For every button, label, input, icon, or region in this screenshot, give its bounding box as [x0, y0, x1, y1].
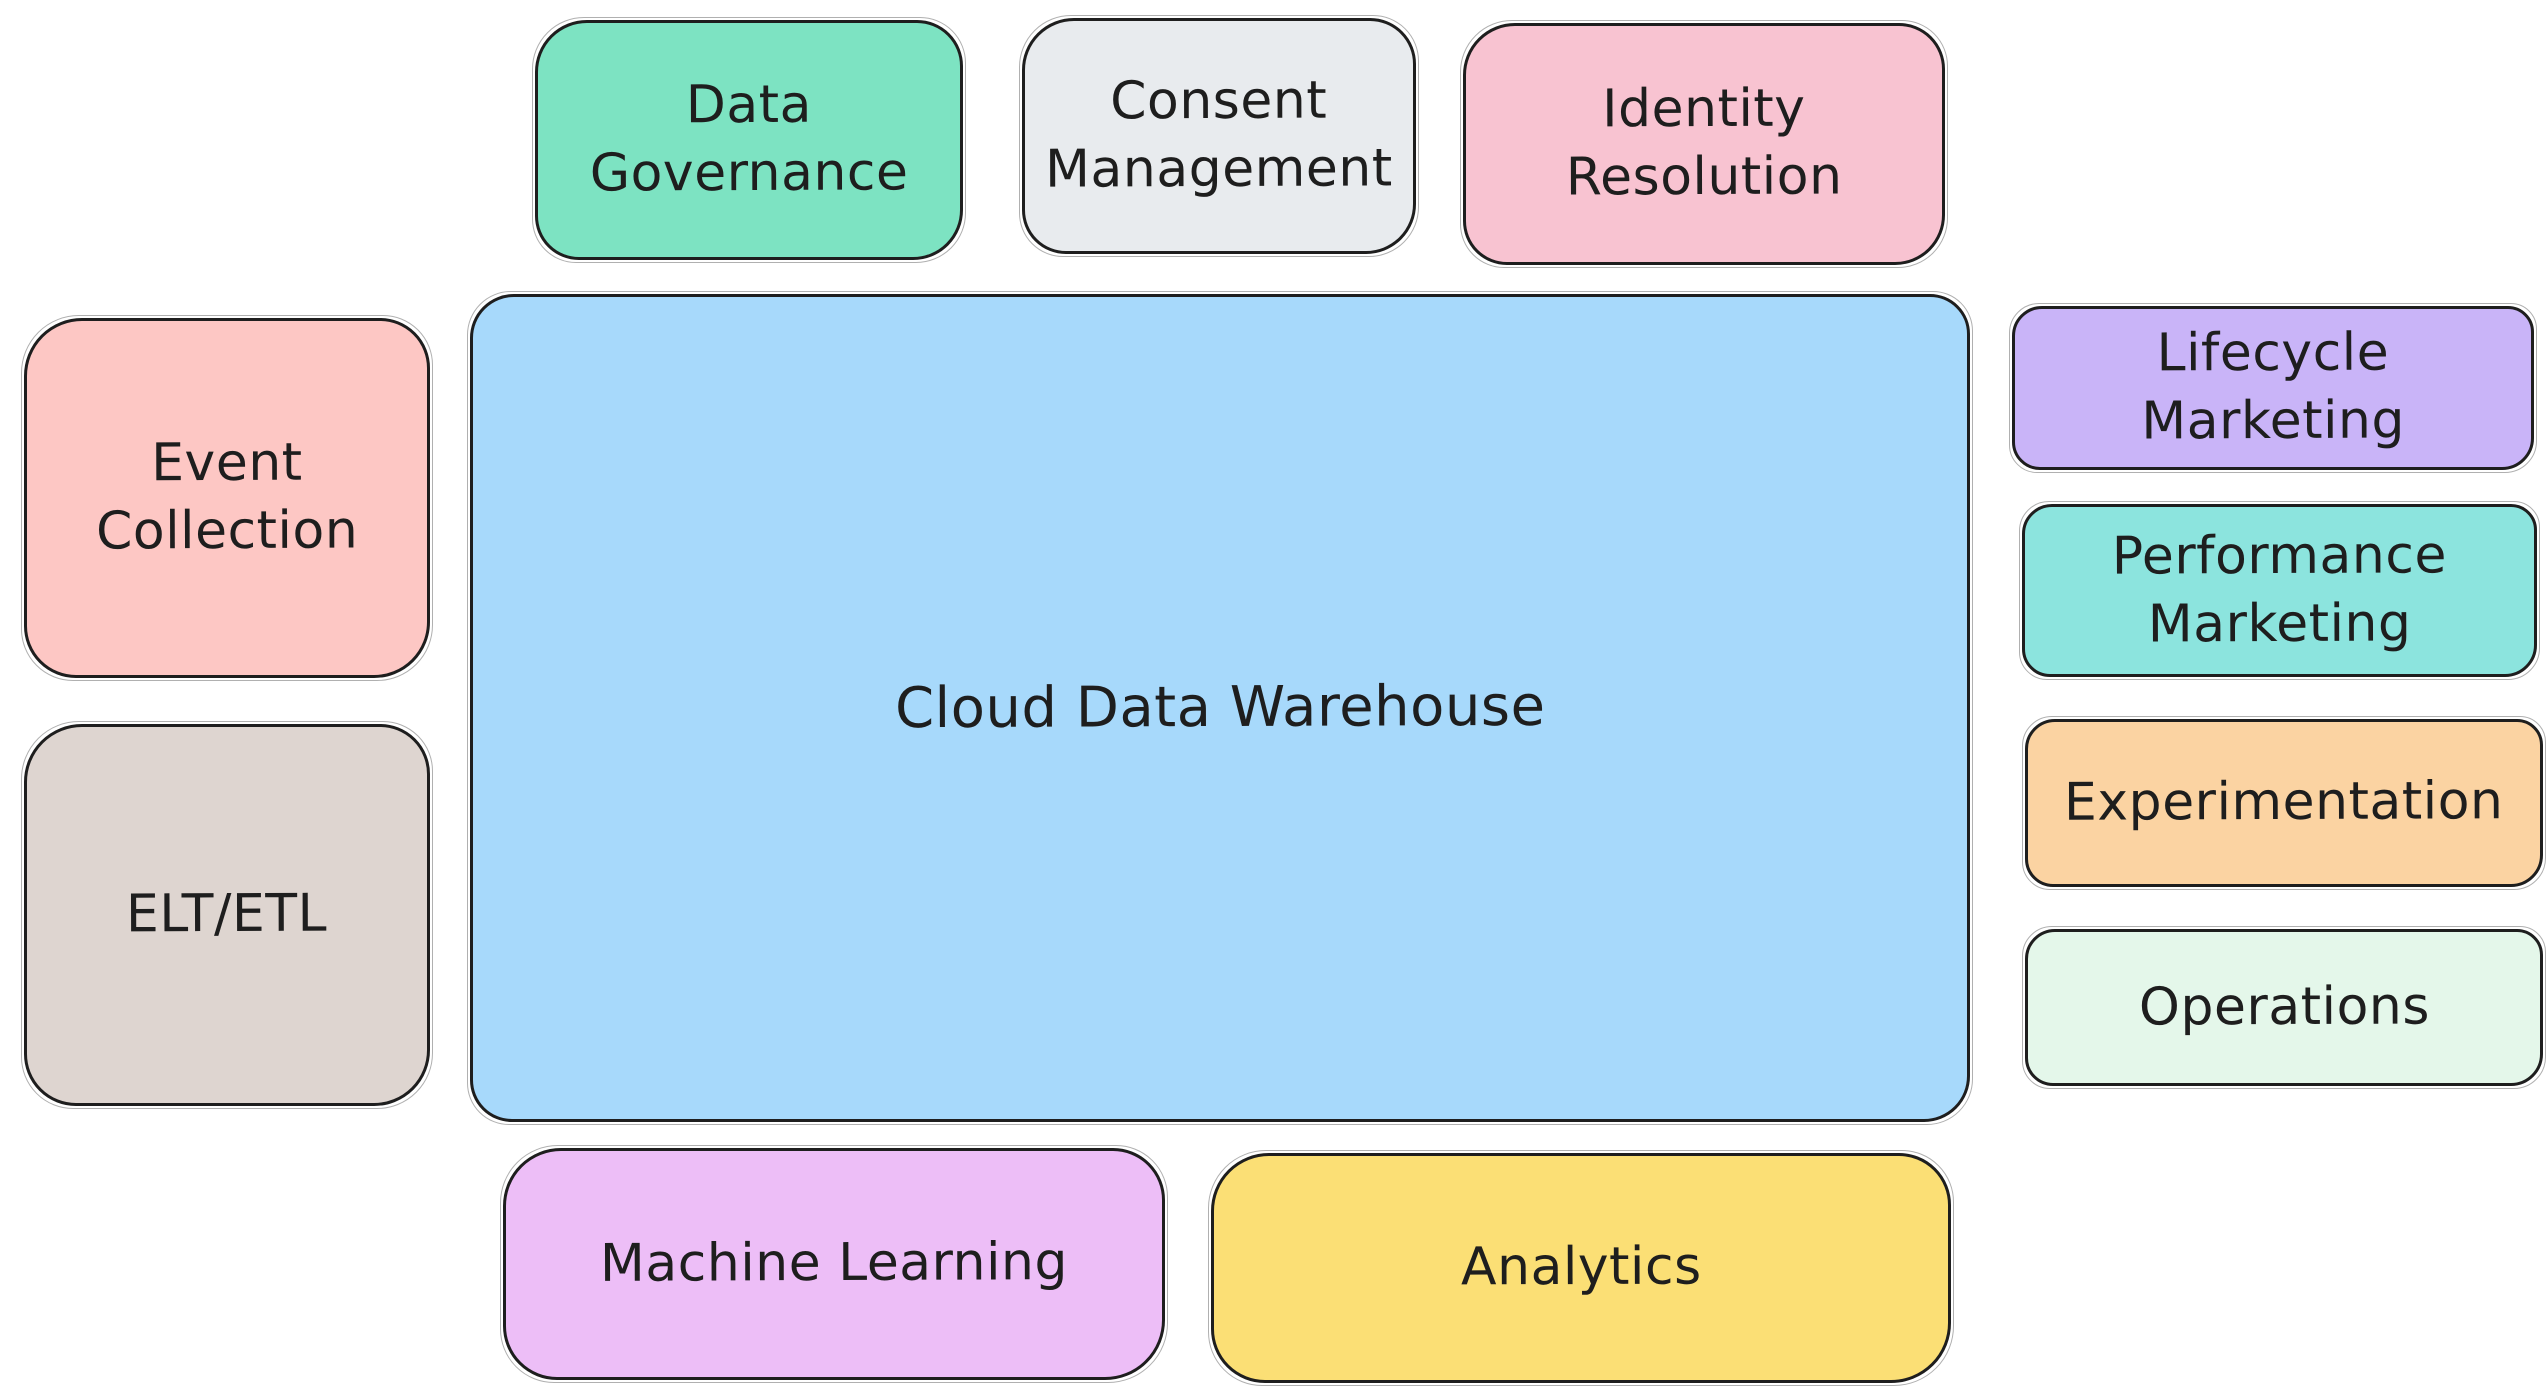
- node-label-operations: Operations: [2138, 976, 2430, 1038]
- node-label-consent-management: Consent Management: [1045, 71, 1394, 200]
- node-label-experimentation: Experimentation: [2064, 771, 2504, 833]
- node-label-elt-etl: ELT/ETL: [126, 883, 328, 945]
- node-cloud-data-warehouse: Cloud Data Warehouse: [467, 291, 1973, 1125]
- node-analytics: Analytics: [1208, 1150, 1954, 1386]
- node-label-performance-marketing: Performance Marketing: [2111, 525, 2447, 654]
- node-data-governance: Data Governance: [532, 17, 966, 263]
- node-identity-resolution: Identity Resolution: [1460, 20, 1948, 268]
- node-consent-management: Consent Management: [1019, 15, 1419, 257]
- node-machine-learning: Machine Learning: [500, 1145, 1168, 1383]
- node-label-machine-learning: Machine Learning: [599, 1232, 1069, 1295]
- node-label-cloud-data-warehouse: Cloud Data Warehouse: [894, 673, 1546, 741]
- node-performance-marketing: Performance Marketing: [2019, 501, 2540, 680]
- node-label-lifecycle-marketing: Lifecycle Marketing: [2141, 323, 2406, 452]
- node-lifecycle-marketing: Lifecycle Marketing: [2009, 303, 2537, 473]
- node-label-identity-resolution: Identity Resolution: [1565, 79, 1843, 208]
- node-elt-etl: ELT/ETL: [21, 721, 433, 1109]
- node-event-collection: Event Collection: [21, 315, 433, 681]
- node-experimentation: Experimentation: [2022, 716, 2546, 890]
- node-label-data-governance: Data Governance: [589, 75, 909, 204]
- node-label-analytics: Analytics: [1460, 1236, 1702, 1298]
- node-label-event-collection: Event Collection: [95, 433, 359, 562]
- node-operations: Operations: [2022, 926, 2546, 1089]
